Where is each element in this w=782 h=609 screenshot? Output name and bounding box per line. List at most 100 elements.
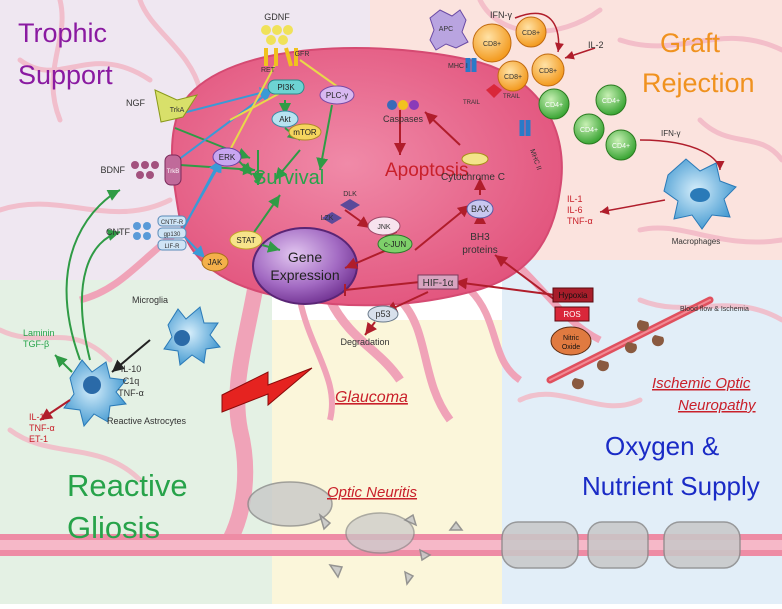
oxygen-title-2: Nutrient Supply (582, 471, 760, 501)
astro-trophic-arrow-2 (81, 229, 121, 361)
reactive-astrocytes-label: Reactive Astrocytes (107, 416, 187, 426)
blood-flow-label: Blood flow & Ischemia (680, 306, 749, 313)
mtor-label: mTOR (293, 128, 317, 137)
tgfb-label: TGF-β (23, 339, 49, 349)
hypoxia-box (552, 287, 594, 303)
cd8-label-4: CD8+ (539, 68, 557, 75)
plcg-label: PLC-γ (326, 91, 348, 100)
p53-label: p53 (375, 309, 390, 319)
cd8-cell-1 (472, 23, 512, 63)
cytokine-arrow (599, 199, 666, 215)
il1-arrow (39, 399, 71, 421)
ros-box (554, 306, 590, 322)
cd4-cell-2 (595, 84, 627, 116)
p53-node (367, 305, 399, 323)
gp130-label: gp130 (164, 232, 181, 238)
oxygen-title-1: Oxygen & (605, 431, 719, 461)
hif-node (417, 274, 459, 290)
ifng-right-label: IFN-γ (661, 129, 681, 138)
gdnf-label: GDNF (264, 12, 290, 22)
nucleus (252, 227, 358, 305)
degradation-label: Degradation (340, 337, 389, 347)
mtor-node (288, 123, 322, 141)
nitric-oxide-box (550, 326, 592, 356)
plcg-node (319, 85, 355, 105)
macrophage-icon (663, 158, 737, 230)
gfr-label: GFR (295, 51, 310, 58)
cd8-cell-4 (531, 53, 565, 87)
cd8-cell-2 (515, 16, 547, 48)
cd4-cell-3 (573, 113, 605, 145)
cd8-label-1: CD8+ (483, 41, 501, 48)
pathway-arrows (174, 59, 556, 336)
trkb-label: TrkB (167, 169, 179, 175)
gliosis-title-2: Gliosis (67, 510, 160, 545)
cd8-label-3: CD8+ (504, 74, 522, 81)
jak-node (201, 252, 229, 272)
bdnf-ligand-icon (131, 161, 159, 179)
trka-receptor-icon (154, 89, 199, 123)
cd4-label-2: CD4+ (602, 98, 620, 105)
ngf-label: NGF (126, 98, 146, 108)
caspases-icon (387, 100, 419, 110)
lifr-label: LIF-R (165, 244, 181, 250)
mhc1-label: MHC I (448, 63, 468, 70)
survival-label: Survival (253, 167, 324, 189)
gene-label-1: Gene (288, 249, 322, 265)
cntf-label: CNTF (106, 227, 130, 237)
il2-label: IL-2 (588, 40, 604, 50)
gene-label-2: Expression (270, 267, 339, 283)
apc-label: APC (439, 26, 453, 33)
lightning-bolt-icon (221, 367, 313, 413)
apc-cell-icon (429, 9, 469, 51)
dlk-lzk-icon (322, 199, 360, 224)
astro-trophic-arrow-1 (65, 189, 121, 361)
microglia-arrow (111, 339, 151, 373)
ros-label: ROS (563, 310, 580, 319)
akt-node (271, 110, 299, 128)
tnfa-label: TNF-α (118, 388, 144, 398)
ifng-arrow (514, 12, 564, 53)
cd4-cell-4 (605, 129, 637, 161)
bax-label: BAX (471, 204, 489, 214)
gliosis-cells (39, 189, 221, 428)
cytochrome-label: Cytochrome C (441, 172, 505, 183)
il2-arrow (564, 47, 596, 60)
c1q-label: C1q (123, 376, 140, 386)
laminin-arrow (54, 354, 73, 373)
trkb-receptor-icon (164, 154, 182, 186)
microglia-icon (163, 306, 221, 366)
gliosis-tnfa-label: TNF-α (29, 423, 55, 433)
cjun-node (377, 234, 413, 254)
microglia-label: Microglia (132, 295, 168, 305)
cntf-receptor-complex-icon (157, 215, 187, 251)
hif-label: HIF-1α (423, 278, 454, 289)
hypoxia-label: Hypoxia (559, 291, 588, 300)
stat-label: STAT (236, 236, 255, 245)
trail-label-1: TRAIL (463, 100, 481, 106)
nitric-label-1: Nitric (563, 335, 579, 342)
trophic-title-1: Trophic (18, 18, 107, 48)
graft-il1-label: IL-1 (567, 194, 583, 204)
gliosis-il1-label: IL-1 (29, 412, 45, 422)
cd4-label-1: CD4+ (545, 102, 563, 109)
apoptosis-label: Apoptosis (385, 160, 468, 181)
stat-node (229, 230, 263, 250)
pi3k-node (267, 79, 305, 95)
cntf-ligand-icon (133, 222, 151, 240)
graft-cells (429, 9, 737, 230)
cd8-cell-3 (497, 60, 529, 92)
jnk-node (367, 216, 401, 236)
bh3-label-2: proteins (462, 245, 498, 256)
graft-title-1: Graft (660, 28, 721, 58)
optic-neuritis-label: Optic Neuritis (327, 484, 418, 501)
astrocyte-icon (63, 359, 127, 428)
akt-label: Akt (279, 115, 291, 124)
trophic-receptors (131, 25, 298, 251)
cd8-label-2: CD8+ (522, 30, 540, 37)
trka-label: TrkA (170, 107, 185, 114)
graft-title-2: Rejection (642, 68, 755, 98)
jnk-label: JNK (377, 224, 391, 231)
erk-label: ERK (219, 153, 236, 162)
